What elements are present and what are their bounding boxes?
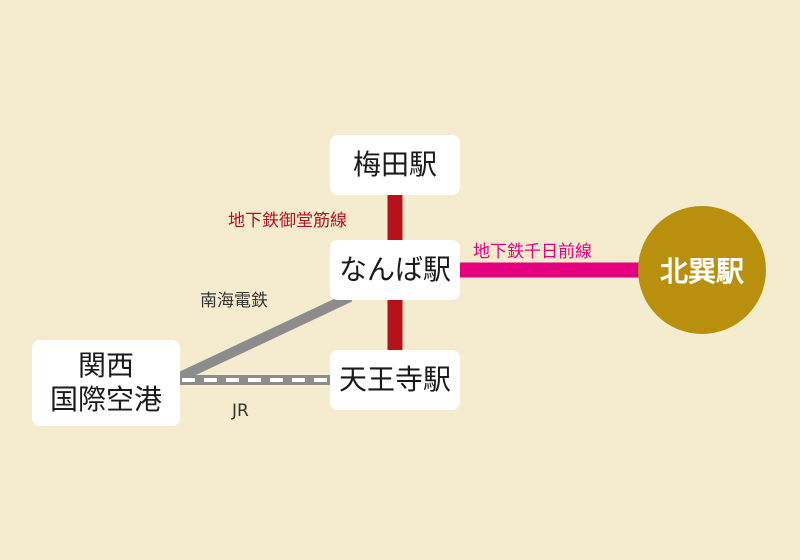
station-namba[interactable]: なんば駅 — [330, 240, 460, 300]
station-umeda-label: 梅田駅 — [352, 148, 437, 182]
midosuji-line-label: 地下鉄御堂筋線 — [228, 211, 347, 231]
station-kansai-airport[interactable]: 関西 国際空港 — [32, 340, 180, 426]
nankai-line-label: 南海電鉄 — [200, 291, 268, 311]
station-kansai-airport-label: 関西 国際空港 — [49, 349, 162, 416]
station-tennoji-label: 天王寺駅 — [338, 363, 451, 397]
station-umeda[interactable]: 梅田駅 — [330, 135, 460, 195]
nankai-line — [177, 292, 353, 382]
station-tennoji[interactable]: 天王寺駅 — [330, 350, 460, 410]
sennichimae-line-label: 地下鉄千日前線 — [473, 242, 592, 262]
station-kitatatsumi[interactable]: 北巽駅 — [638, 206, 766, 334]
station-kitatatsumi-label: 北巽駅 — [659, 255, 744, 288]
jr-line-label: JR — [232, 401, 249, 421]
station-namba-label: なんば駅 — [338, 253, 451, 287]
